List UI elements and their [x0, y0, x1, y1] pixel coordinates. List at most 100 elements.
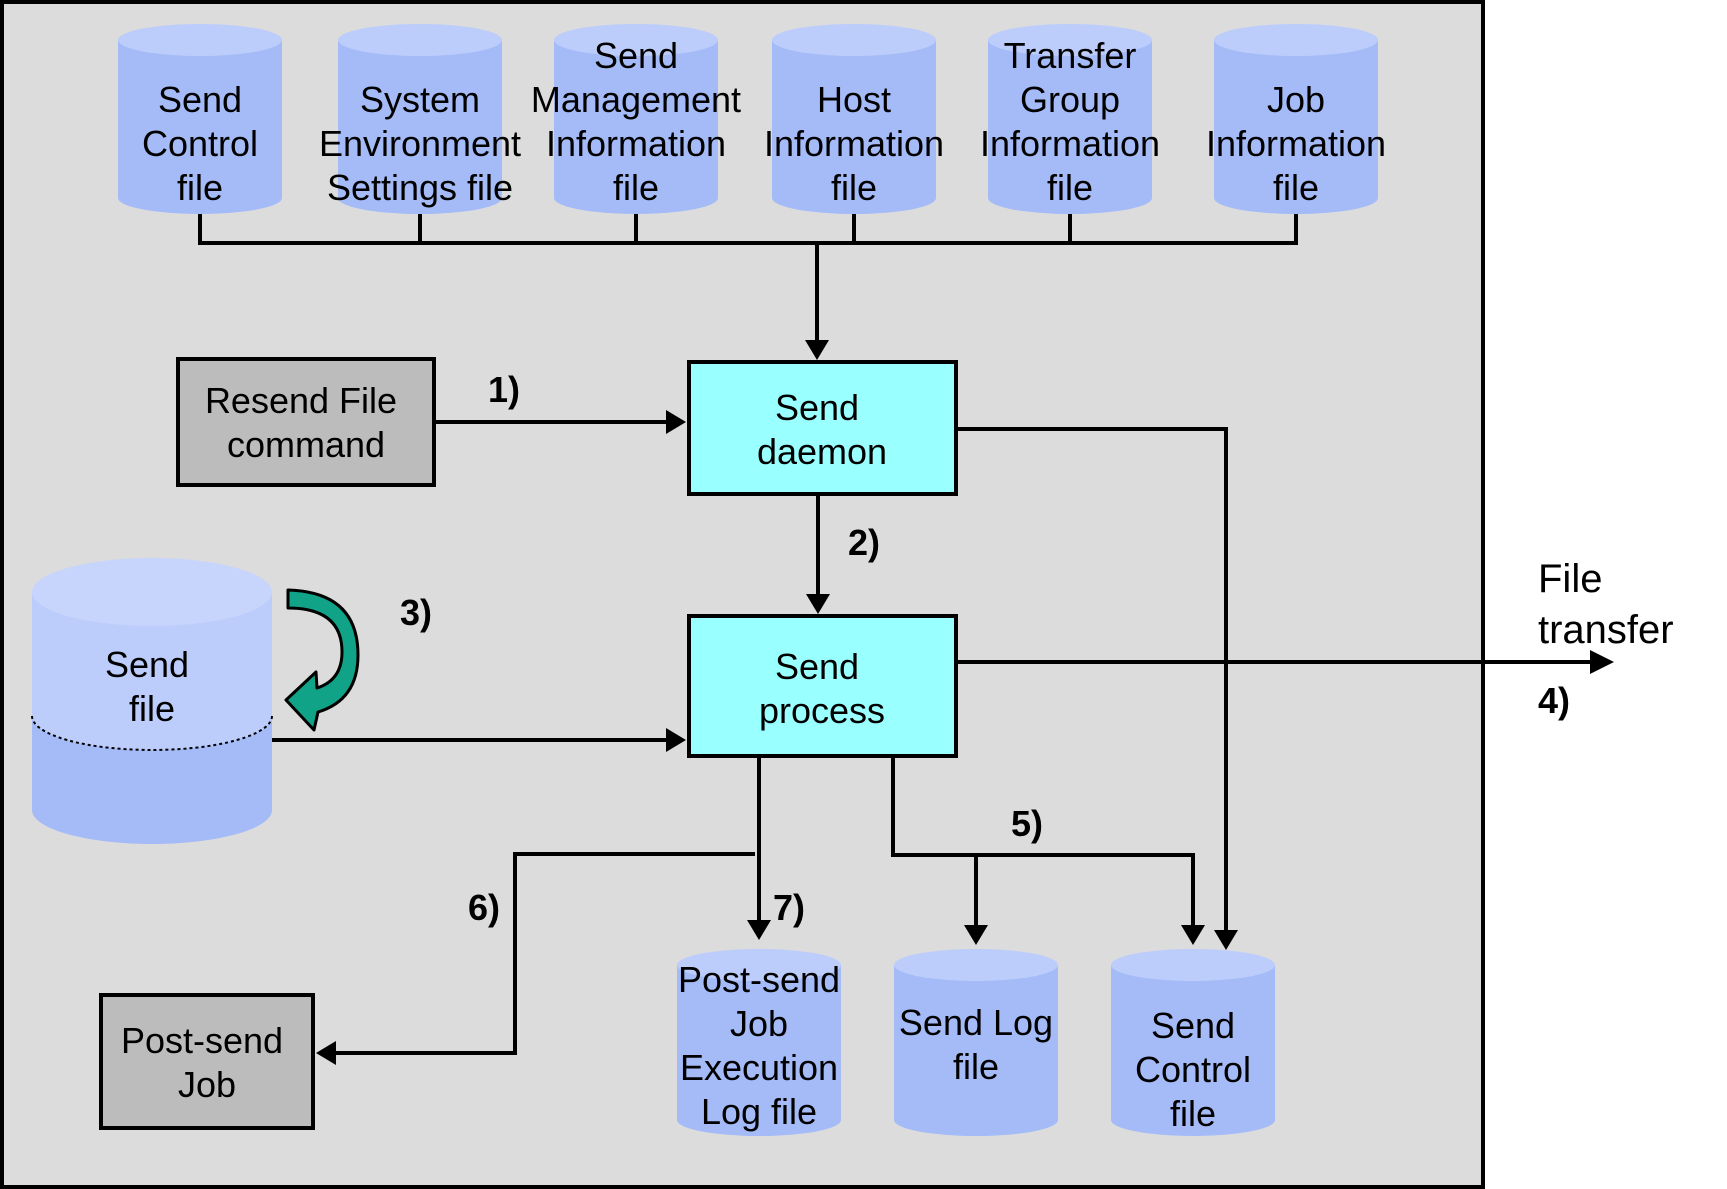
output-file-3-cylinder-label-line-3: file [1170, 1093, 1216, 1134]
post-send-job-line1: Post-send [121, 1020, 283, 1061]
resend-label: Resend File command [205, 380, 407, 465]
output-file-3-cylinder-top [1111, 949, 1275, 981]
output-file-1-cylinder-label-line-2: Job [730, 1003, 788, 1044]
output-file-1-cylinder-label-line-3: Execution [680, 1047, 838, 1088]
step-4-label: 4) [1538, 680, 1570, 721]
send-file-label: Send file [105, 644, 199, 729]
input-file-6-cylinder-label-line-2: Information [1206, 123, 1386, 164]
output-file-1-cylinder-label-line-1: Post-send [678, 959, 840, 1000]
post-send-job-box: Post-send Job [99, 993, 315, 1130]
input-file-5-cylinder-label-line-1: Transfer [1004, 35, 1137, 76]
send-file-top [32, 558, 272, 626]
send-daemon-label: Send daemon [757, 387, 887, 472]
output-file-3-cylinder-label-line-1: Send [1151, 1005, 1235, 1046]
resend-label-line1: Resend File [205, 380, 397, 421]
input-file-5-cylinder-label-line-2: Group [1020, 79, 1120, 120]
arrowhead-to-send-log [964, 925, 988, 945]
arrowheads [316, 340, 1614, 1065]
post-send-job-line2: Job [178, 1064, 236, 1105]
input-file-4-cylinder-label-line-3: file [831, 167, 877, 208]
input-file-5-cylinder-body [988, 40, 1152, 214]
arrowhead-daemon-to-send-control [1214, 930, 1238, 950]
send-file-line1: Send [105, 644, 189, 685]
output-file-3-cylinder-label-line-2: Control [1135, 1049, 1251, 1090]
send-file-upper-body [32, 592, 272, 750]
send-process-line2: process [759, 690, 885, 731]
input-file-6-cylinder-body [1214, 40, 1378, 214]
arrowhead-file-transfer [1590, 650, 1614, 674]
input-file-3-cylinder-label-line-1: Send [594, 35, 678, 76]
input-file-1-cylinder-body [118, 40, 282, 214]
input-file-1-cylinder-label-line-3: file [177, 167, 223, 208]
arrowhead-to-process [806, 594, 830, 614]
step-6-label: 6) [468, 887, 500, 928]
input-file-1-cylinder-label-line-1: Send [158, 79, 242, 120]
post-send-job-label: Post-send Job [121, 1020, 293, 1105]
resend-label-line2: command [227, 424, 385, 465]
send-process-shape [687, 614, 958, 758]
input-file-5-cylinder-label-line-3: Information [980, 123, 1160, 164]
arrowhead-to-daemon [805, 340, 829, 360]
output-file-2-cylinder-top [894, 949, 1058, 981]
output-file-1-cylinder-body [677, 965, 841, 1136]
arrowhead-to-postsend-job [316, 1041, 336, 1065]
output-file-1-cylinder-label-line-4: Log file [701, 1091, 817, 1132]
send-file-line2: file [129, 688, 175, 729]
arrowhead-sendfile-to-process [666, 728, 686, 752]
output-file-2-cylinder-body [894, 965, 1058, 1136]
input-file-3-cylinder-top [554, 24, 718, 56]
file-transfer-line2: transfer [1538, 608, 1674, 652]
output-file-2-cylinder-label-line-2: file [953, 1046, 999, 1087]
input-file-3-cylinder-label-line-2: Management [531, 79, 741, 120]
curved-arrow-icon [284, 588, 360, 732]
curved-rollback-arrow [284, 588, 360, 732]
input-file-4-cylinder-top [772, 24, 936, 56]
send-daemon-box: Send daemon [687, 360, 958, 496]
resend-box-shape [176, 357, 436, 487]
send-file-cylinder: Send file [31, 558, 273, 844]
step-1-label: 1) [488, 369, 520, 410]
output-file-2-cylinder-label-line-1: Send Log [899, 1002, 1053, 1043]
input-file-5-cylinder-label-line-4: file [1047, 167, 1093, 208]
output-file-1-cylinder-top [677, 949, 841, 981]
send-daemon-shape [687, 360, 958, 496]
input-file-3-cylinder-label-line-4: file [613, 167, 659, 208]
input-file-2-cylinder-top [338, 24, 502, 56]
resend-file-command-box: Resend File command [176, 357, 436, 487]
file-transfer-label: File transfer [1538, 557, 1674, 652]
input-file-2-cylinder-label-line-1: System [360, 79, 480, 120]
send-daemon-line2: daemon [757, 431, 887, 472]
input-file-5-cylinder-top [988, 24, 1152, 56]
input-file-2-cylinder-label-line-2: Environment [319, 123, 521, 164]
output-file-3-cylinder-body [1111, 965, 1275, 1136]
step-3-label: 3) [400, 592, 432, 633]
file-transfer-line1: File [1538, 557, 1602, 601]
input-file-2-cylinder-label-line-3: Settings file [327, 167, 513, 208]
input-file-6-cylinder-label-line-1: Job [1267, 79, 1325, 120]
input-file-3-cylinder-body [554, 40, 718, 214]
send-daemon-line1: Send [775, 387, 859, 428]
input-file-1-cylinder-top [118, 24, 282, 56]
input-file-4-cylinder-label-line-2: Information [764, 123, 944, 164]
step-2-label: 2) [848, 522, 880, 563]
input-file-3-cylinder-label-line-3: Information [546, 123, 726, 164]
step-5-label: 5) [1011, 803, 1043, 844]
